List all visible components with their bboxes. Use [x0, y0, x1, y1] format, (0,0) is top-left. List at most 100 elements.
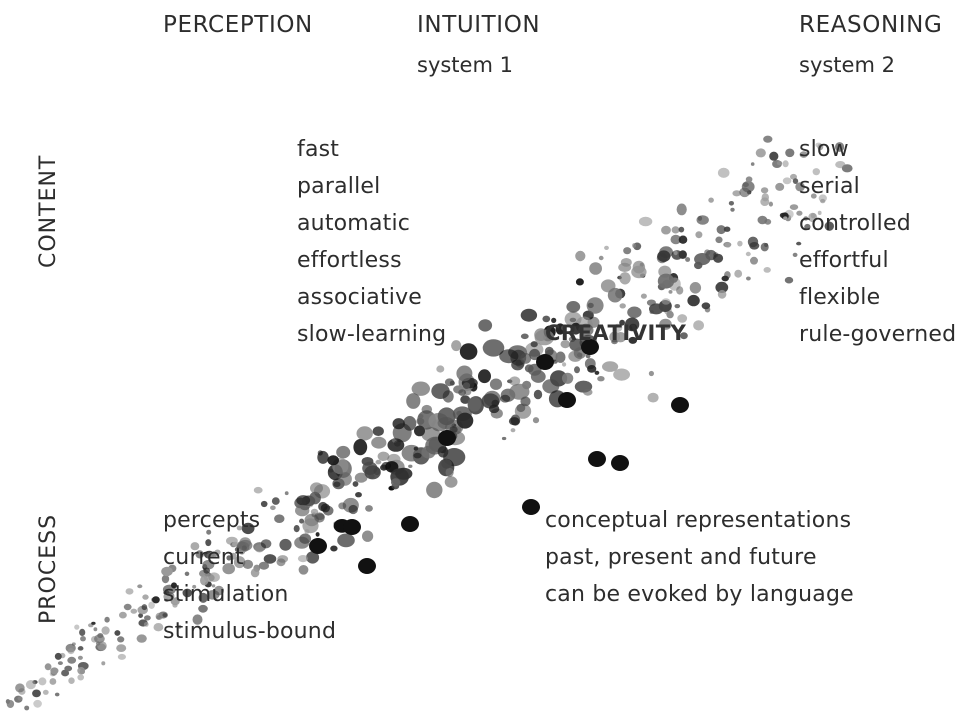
ink-dot [724, 242, 732, 248]
ink-dot [782, 177, 792, 185]
ink-dot [353, 439, 368, 456]
ink-dot [38, 677, 47, 686]
ink-dot [356, 426, 373, 441]
ink-dot [668, 290, 673, 294]
ink-blot [558, 392, 576, 408]
ink-blot [581, 339, 599, 355]
ink-dot [695, 231, 703, 239]
ink-dot [161, 566, 173, 577]
ink-dot [799, 151, 808, 158]
ink-dot [152, 596, 160, 604]
ink-blot [401, 516, 419, 532]
ink-dot [607, 287, 623, 303]
ink-dot [524, 364, 534, 373]
list-item: effortless [297, 248, 402, 273]
ink-dot [542, 315, 551, 323]
ink-dot [562, 362, 567, 367]
ink-dot [209, 551, 218, 559]
ink-dot [408, 464, 413, 468]
ink-dot [649, 310, 654, 314]
ink-dot [337, 533, 355, 548]
ink-dot [693, 320, 704, 331]
ink-dot [362, 530, 374, 542]
ink-dot [589, 262, 602, 275]
ink-dot [769, 151, 779, 161]
ink-dot [674, 304, 681, 309]
ink-blot [536, 354, 554, 370]
ink-dot [338, 502, 347, 510]
ink-dot [253, 486, 263, 494]
list-item: percepts [163, 508, 261, 533]
ink-dot [514, 403, 532, 419]
ink-dot [391, 478, 401, 487]
ink-dot [792, 178, 799, 185]
ink-dot [835, 161, 846, 169]
ink-dot [200, 575, 209, 586]
column-header-reasoning: REASONING [799, 12, 943, 38]
ink-dot [306, 551, 320, 564]
ink-dot [509, 376, 521, 386]
ink-dot [437, 446, 449, 458]
ink-dot [25, 680, 36, 690]
ink-dot [713, 253, 724, 263]
column-subheader-system-1: system 1 [417, 53, 513, 77]
ink-dot [575, 250, 586, 262]
ink-dot [136, 634, 147, 643]
ink-dot [42, 689, 49, 695]
ink-dot [442, 390, 454, 403]
ink-dot [628, 336, 638, 344]
ink-dot [520, 353, 532, 364]
ink-dot [685, 257, 691, 262]
ink-dot [203, 567, 210, 574]
ink-dot [737, 240, 743, 247]
ink-dot [91, 621, 96, 625]
ink-dot [117, 653, 126, 660]
ink-dot [623, 247, 632, 255]
ink-dot [296, 495, 311, 506]
ink-blot [358, 558, 376, 574]
ink-dot [375, 459, 382, 465]
column-subheader-system-2: system 2 [799, 53, 895, 77]
ink-dot [79, 628, 86, 637]
ink-dot [574, 366, 580, 374]
ink-dot [117, 636, 125, 643]
ink-dot [101, 661, 106, 666]
ink-dot [488, 404, 500, 414]
ink-dot [64, 665, 73, 672]
ink-dot [426, 481, 443, 499]
column-header-perception: PERCEPTION [163, 12, 313, 38]
ink-dot [182, 588, 193, 598]
ink-dot [510, 428, 516, 433]
ink-dot [618, 262, 632, 272]
ink-dot [458, 389, 467, 396]
ink-dot [728, 201, 735, 206]
ink-dot [784, 276, 794, 284]
ink-dot [680, 332, 688, 340]
ink-dot [467, 396, 482, 412]
ink-dot [141, 604, 148, 611]
ink-dot [835, 142, 845, 152]
ink-dot [206, 590, 220, 600]
ink-dot [734, 269, 743, 278]
ink-dot [520, 308, 538, 322]
ink-dot [161, 574, 170, 584]
ink-dot [764, 218, 772, 225]
ink-dot [449, 380, 455, 386]
ink-dot [501, 436, 507, 441]
ink-dot [310, 482, 323, 494]
ink-blot [522, 499, 540, 515]
ink-blot [438, 430, 456, 446]
ink-dot [808, 212, 818, 223]
ink-dot [238, 539, 253, 551]
ink-dot [406, 393, 421, 409]
ink-dot [116, 644, 127, 652]
ink-dot [336, 445, 351, 459]
ink-dot [750, 256, 758, 265]
ink-dot [500, 394, 511, 403]
ink-dot [585, 353, 591, 359]
shared-process-list: conceptual representations past, present… [545, 502, 854, 613]
ink-dot [137, 584, 143, 589]
ink-dot [534, 329, 555, 346]
ink-dot [677, 314, 688, 323]
ink-dot [242, 559, 254, 570]
